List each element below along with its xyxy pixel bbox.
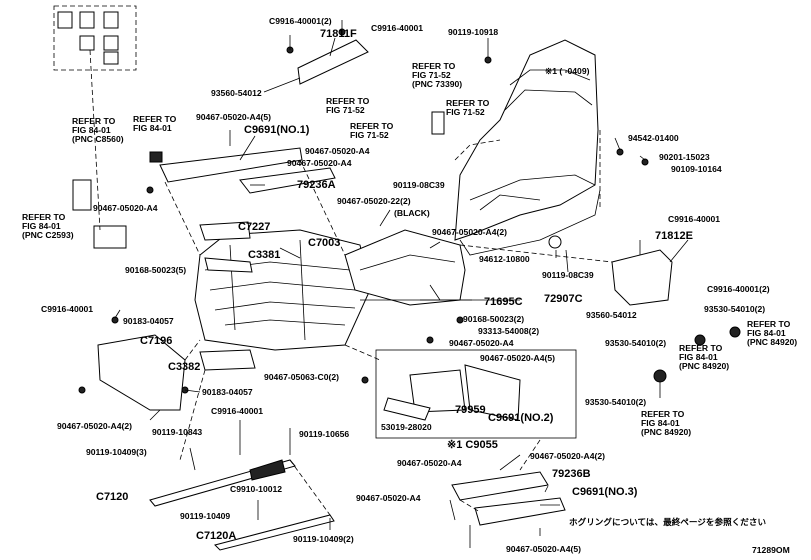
label-c9916-40001-2-right: C9916-40001(2) [707,284,770,294]
label-79236b: 79236B [552,468,591,480]
label-90467-a4-g: 90467-05020-A4 [356,493,421,503]
label-90467-05063-c0-2: 90467-05063-C0(2) [264,372,340,382]
label-c7003: C7003 [308,237,341,249]
label-90119-10409-3: 90119-10409(3) [86,447,147,457]
label-90168-50023-5: 90168-50023(5) [125,265,187,275]
label-refer-84-01-pnc-c2593: REFER TO FIG 84-01 (PNC C2593) [22,212,74,241]
label-refer-84-01-pnc84920-c: REFER TO FIG 84-01 (PNC 84920) [641,409,692,438]
label-c7196: C7196 [140,335,173,347]
label-c9916-40001-2-top: C9916-40001(2) [269,16,332,26]
label-90467-22-2: 90467-05020-22(2) [337,196,411,206]
label-93560-54012-b: 93560-54012 [586,310,637,320]
label-c9691-no1: C9691(NO.1) [244,124,310,136]
label-c3381: C3381 [248,249,281,261]
label-c9916-40001-mid: C9916-40001 [211,406,264,416]
label-90467-a4-d: 90467-05020-A4 [93,203,158,213]
label-79236a: 79236A [297,179,336,191]
label-90119-10409-a: 90119-10409 [180,511,231,521]
label-90119-08c39-a: 90119-08C39 [393,180,445,190]
label-refer-84-01-pnc84920-a: REFER TO FIG 84-01 (PNC 84920) [747,319,798,348]
label-black: (BLACK) [394,208,430,218]
label-94542-01400: 94542-01400 [628,133,679,143]
label-refer-71-52-pnc73390: REFER TO FIG 71-52 (PNC 73390) [412,61,463,90]
label-90467-a4-5-top: 90467-05020-A4(5) [196,112,272,122]
label-c9916-40001-right: C9916-40001 [668,214,721,224]
label-93530-54010-2-b: 93530-54010(2) [605,338,667,348]
label-79959: 79959 [455,404,486,416]
label-90119-10656: 90119-10656 [299,429,350,439]
label-refer-84-01-pnc84920-b: REFER TO FIG 84-01 (PNC 84920) [679,343,730,372]
label-90119-10918: 90119-10918 [448,27,499,37]
leader-lines [114,20,689,548]
label-90119-10843: 90119-10843 [152,427,203,437]
label-90183-04057-b: 90183-04057 [202,387,253,397]
cushion-pad-illustration [344,229,466,306]
label-90467-a4-c: 90467-05020-A4 [287,158,352,168]
seat-illustration [454,39,601,256]
label-refer-71-52-d: REFER TO FIG 71-52 [350,121,394,141]
label-c7227: C7227 [238,221,271,233]
label-90467-a4-2-mid: 90467-05020-A4(2) [432,227,508,237]
label-c9910-10012: C9910-10012 [230,484,283,494]
label-c9916-40001-top: C9916-40001 [371,23,424,33]
label-90467-a4-f: 90467-05020-A4 [397,458,462,468]
label-c7120a: C7120A [196,530,237,542]
label-refer-84-01-b: REFER TO FIG 84-01 [133,114,177,134]
label-93313-54008-2: 93313-54008(2) [478,326,540,336]
label-90467-a4-2-b: 90467-05020-A4(2) [530,451,606,461]
seat-frame-illustration [194,229,371,351]
label-90467-a4-5-bottom: 90467-05020-A4(5) [506,544,582,554]
label-c3382: C3382 [168,361,201,373]
label-53019-28020: 53019-28020 [381,422,432,432]
label-note-top: ※1 ( -0409) [545,66,590,76]
label-c9916-40001-left: C9916-40001 [41,304,94,314]
label-94612-10800: 94612-10800 [479,254,530,264]
label-90467-a4-e: 90467-05020-A4 [449,338,514,348]
footer-note: ホグリングについては、最終ページを参照ください [569,517,767,527]
label-90109-10164: 90109-10164 [671,164,722,174]
label-90119-08c39-b: 90119-08C39 [542,270,594,280]
label-93560-54012-a: 93560-54012 [211,88,262,98]
label-71812e: 71812E [655,230,693,242]
drawing-id: 71289OM [752,545,790,555]
label-c9055: ※1 C9055 [447,439,498,451]
label-72907c: 72907C [544,293,583,305]
label-93530-54010-2-a: 93530-54010(2) [704,304,766,314]
group-box-c9691-no2 [375,349,577,439]
label-c9691-no3: C9691(NO.3) [572,486,638,498]
label-93530-54010-2-c: 93530-54010(2) [585,397,647,407]
label-71695c: 71695C [484,296,523,308]
label-71811f: 71811F [320,28,357,40]
assembly-dashed-lines [89,49,613,516]
label-90168-50023-2: 90168-50023(2) [463,314,525,324]
switch-panel-illustration [53,5,137,71]
rails-and-covers [97,39,673,551]
label-90467-a4-2-left: 90467-05020-A4(2) [57,421,133,431]
label-90467-a4-5-box: 90467-05020-A4(5) [480,353,556,363]
label-90119-10409-2: 90119-10409(2) [293,534,354,544]
label-refer-71-52-c: REFER TO FIG 71-52 [446,98,490,118]
label-90467-a4-b: 90467-05020-A4 [305,146,370,156]
label-90201-15023: 90201-15023 [659,152,710,162]
label-refer-84-01-pnc-c8560: REFER TO FIG 84-01 (PNC C8560) [72,116,124,145]
small-parts [72,28,741,394]
label-c7120: C7120 [96,491,129,503]
label-90183-04057-a: 90183-04057 [123,316,174,326]
label-refer-71-52-b: REFER TO FIG 71-52 [326,96,370,116]
label-c9691-no2: C9691(NO.2) [488,412,554,424]
